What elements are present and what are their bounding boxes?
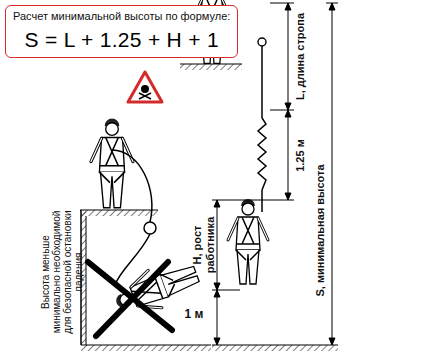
formula-title: Расчет минимальной высоты по формуле: [13, 10, 230, 22]
dimension-label: L, длина стропа [294, 4, 307, 108]
dimension-label: S, минимальная высота [314, 155, 327, 305]
warning-note: Высота меньше минимально необходимой для… [40, 206, 84, 338]
dimension-label: H, рост работника [191, 200, 217, 290]
formula-text: S = L + 1.25 + H + 1 [13, 28, 230, 52]
dimension-label: 1.25 м [294, 126, 307, 184]
dimension-label: 1 м [179, 307, 209, 321]
formula-box: Расчет минимальной высоты по формуле: S =… [5, 5, 238, 58]
